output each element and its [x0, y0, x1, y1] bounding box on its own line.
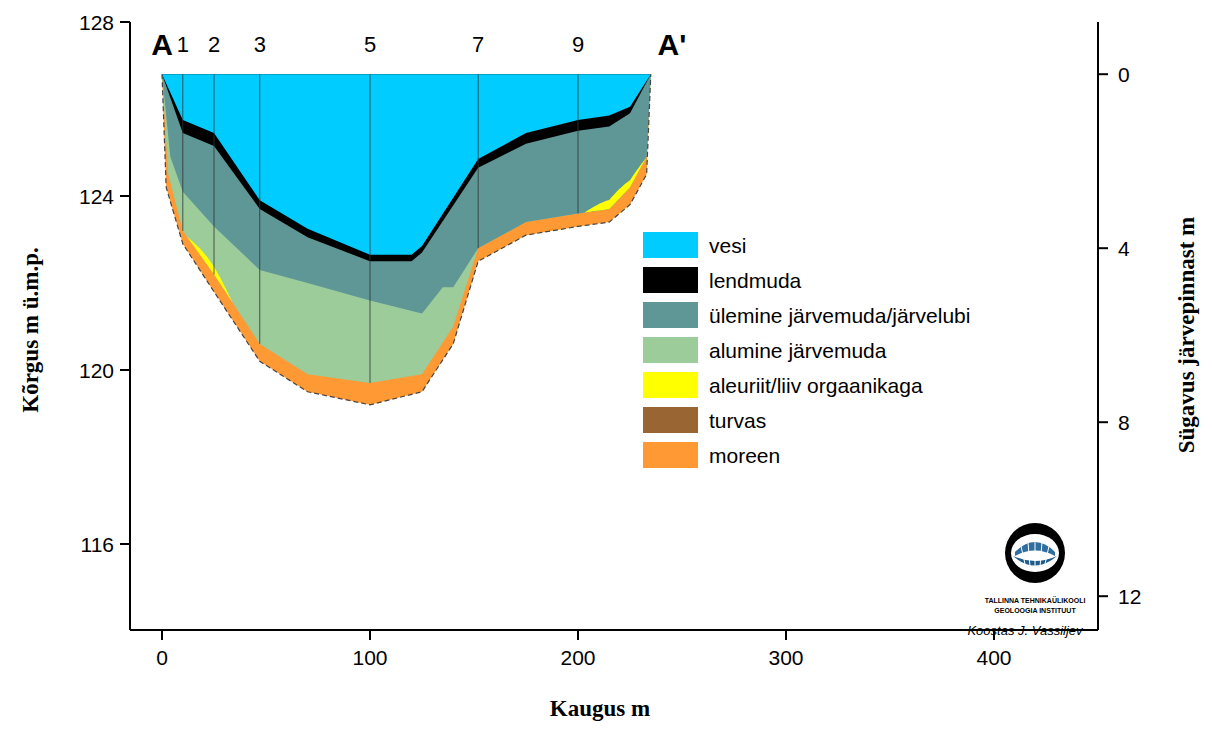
core-number: 5: [364, 34, 376, 56]
left-axis: [129, 22, 131, 630]
axis-title: Kõrgus m ü.m.p.: [19, 247, 42, 413]
tick-label: 0: [156, 647, 168, 668]
legend-text: lendmuda: [709, 270, 801, 291]
tick-label: 100: [352, 647, 387, 668]
tick-label: 8: [1118, 412, 1130, 433]
core-line: [259, 74, 260, 344]
institute-logo: [1005, 523, 1065, 583]
legend-text: alumine järvemuda: [709, 340, 886, 361]
bottom-axis: [130, 629, 1098, 631]
upper-mud-layer: [162, 74, 651, 313]
tick-mark: [120, 21, 130, 23]
tick-mark: [1098, 421, 1108, 423]
moreen-layer: [162, 74, 651, 405]
logo-ribs: [1021, 540, 1049, 568]
logo-disc: [1005, 523, 1065, 583]
tick-label: 116: [81, 534, 114, 555]
tick-mark: [120, 195, 130, 197]
legend-text: ülemine järvemuda/järvelubi: [709, 305, 970, 326]
right-axis: [1097, 22, 1099, 630]
section-end: A: [151, 30, 173, 60]
core-line: [478, 74, 479, 248]
core-number: 3: [254, 34, 266, 56]
tick-mark: [1098, 595, 1108, 597]
tick-label: 124: [79, 186, 114, 207]
legend-swatch: [643, 232, 698, 258]
legend-text: vesi: [709, 235, 746, 256]
author-note: Koostas J. Vassiljev: [967, 624, 1082, 637]
axes: [120, 22, 1108, 640]
tick-mark: [1098, 247, 1108, 249]
legend-swatch: [643, 442, 698, 468]
legend-swatch: [643, 407, 698, 433]
core-line: [370, 74, 371, 383]
tick-mark: [577, 630, 579, 640]
core-line: [214, 74, 215, 274]
legend-swatch: [643, 302, 698, 328]
core-line: [182, 74, 183, 231]
logo-text: GEOLOOGIA INSTITUUT: [994, 607, 1075, 614]
tick-label: 128: [79, 12, 114, 33]
sediment-layers: [162, 74, 651, 405]
tick-label: 300: [768, 647, 803, 668]
tick-marks: [120, 22, 1108, 640]
legend-text: turvas: [709, 410, 766, 431]
tick-label: 4: [1118, 238, 1130, 259]
tick-mark: [369, 630, 371, 640]
section-end: A': [658, 30, 687, 60]
silt-lens: [187, 237, 233, 303]
tick-mark: [785, 630, 787, 640]
legend-swatch: [643, 372, 698, 398]
tick-mark: [161, 630, 163, 640]
tick-label: 120: [79, 360, 114, 381]
core-number: 9: [572, 34, 584, 56]
core-number: 7: [472, 34, 484, 56]
tick-label: 12: [1118, 586, 1141, 607]
legend-swatch: [643, 267, 698, 293]
lendmuda-layer: [162, 74, 651, 261]
tick-mark: [120, 369, 130, 371]
tick-label: 200: [560, 647, 595, 668]
legend-text: aleuriit/liiv orgaanikaga: [709, 375, 923, 396]
axis-title: Kaugus m: [550, 697, 650, 720]
core-line: [578, 74, 579, 213]
tick-mark: [120, 543, 130, 545]
logo-text: TALLINNA TEHNIKAÜLIKOOLI: [985, 597, 1086, 604]
legend-text: moreen: [709, 445, 780, 466]
water-body: [162, 74, 651, 255]
axis-title: Sügavus järvepinnast m: [1175, 217, 1198, 453]
tick-label: 0: [1118, 64, 1130, 85]
logo-ring: [1011, 534, 1059, 572]
tick-label: 400: [976, 647, 1011, 668]
silt-lens: [584, 157, 646, 213]
lower-mud-layer: [162, 74, 651, 383]
tick-mark: [1098, 73, 1108, 75]
legend-swatch: [643, 337, 698, 363]
moreen-base-line: [162, 74, 651, 405]
core-number: 2: [208, 34, 220, 56]
core-number: 1: [177, 34, 189, 56]
